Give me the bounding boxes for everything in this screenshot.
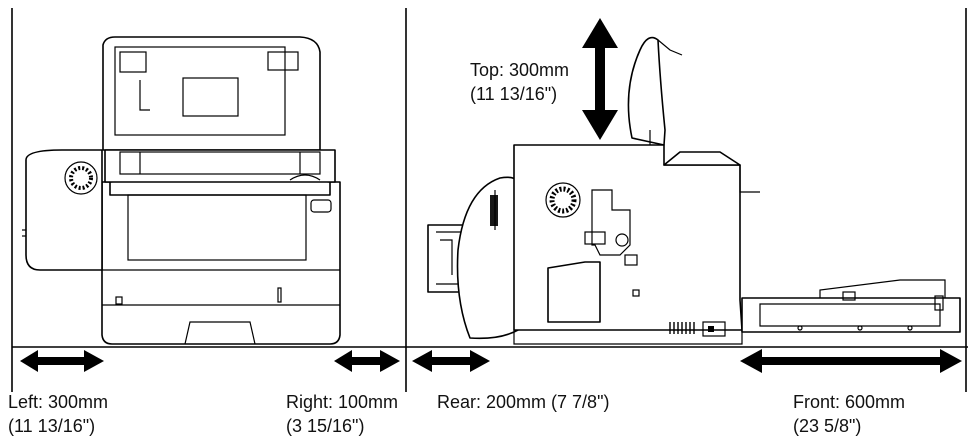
- top-clearance-arrow: [582, 18, 618, 140]
- top-clearance-value: Top: 300mm: [470, 60, 570, 80]
- top-clearance-label: Top: 300mm (11 13/16"): [470, 58, 569, 106]
- top-clearance-inches: (11 13/16"): [470, 84, 558, 104]
- printer-side-view: [427, 36, 961, 345]
- right-clearance-inches: (3 15/16"): [286, 416, 365, 436]
- right-clearance-label: Right: 100mm (3 15/16"): [286, 390, 398, 438]
- front-clearance-arrow: [740, 349, 962, 373]
- rear-clearance-value: Rear: 200mm (7 7/8"): [437, 392, 610, 412]
- right-clearance-value: Right: 100mm: [286, 392, 399, 412]
- front-clearance-inches: (23 5/8"): [793, 416, 862, 436]
- front-clearance-value: Front: 600mm: [793, 392, 906, 412]
- front-clearance-label: Front: 600mm (23 5/8"): [793, 390, 905, 438]
- rear-clearance-label: Rear: 200mm (7 7/8"): [437, 390, 609, 414]
- rear-clearance-arrow: [412, 350, 490, 372]
- left-clearance-inches: (11 13/16"): [8, 416, 96, 436]
- left-clearance-label: Left: 300mm (11 13/16"): [8, 390, 108, 438]
- left-clearance-arrow: [20, 350, 104, 372]
- left-clearance-value: Left: 300mm: [8, 392, 109, 412]
- printer-front-view: [22, 36, 341, 345]
- right-clearance-arrow: [334, 350, 400, 372]
